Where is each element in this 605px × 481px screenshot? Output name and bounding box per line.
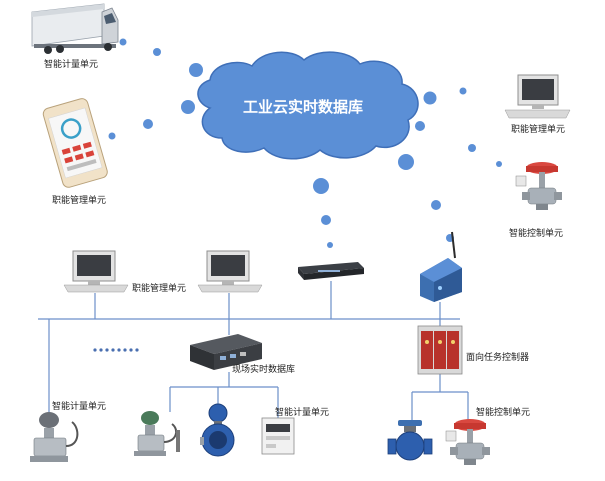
desktop-pc-icon-mid-left [63,250,129,293]
label-field-db: 现场实时数据库 [232,365,296,375]
control-valve-icon-top-right [515,162,562,210]
label-pc-right-mgmt: 职能管理单元 [511,125,566,135]
wireless-router-icon [420,231,462,302]
network-bus-lines [38,281,469,426]
task-controller-icon [417,325,463,375]
embedded-computer-icon [190,334,262,370]
cloud-database [197,51,419,160]
smartphone-icon [42,98,108,188]
ellipsis-dots [93,348,139,352]
cloud-title: 工业云实时数据库 [243,98,364,116]
pressure-transmitter-icon-left [30,412,79,462]
connection-bubbles [108,38,502,248]
pressure-transmitter-icon-mid [134,411,180,456]
network-switch-icon [298,262,364,280]
label-phone-mgmt: 职能管理单元 [52,196,107,206]
electric-meter-icon [261,417,295,455]
desktop-pc-icon-mid-right [197,250,263,293]
label-bottom-right-ctrl: 智能控制单元 [476,408,531,418]
label-task-controller: 面向任务控制器 [466,353,530,363]
label-bottom-mid-meter: 智能计量单元 [275,408,330,418]
label-valve-right-ctrl: 智能控制单元 [509,229,564,239]
label-bottom-left-meter: 智能计量单元 [52,402,107,412]
truck-icon [31,3,119,54]
ball-valve-icon [387,420,433,461]
label-pcs-mid-mgmt: 职能管理单元 [132,284,187,294]
label-truck-meter: 智能计量单元 [44,60,99,70]
electromagnetic-flowmeter-icon [200,403,235,457]
desktop-pc-icon-top-right [504,74,571,119]
control-valve-icon-bottom-right [445,419,490,465]
